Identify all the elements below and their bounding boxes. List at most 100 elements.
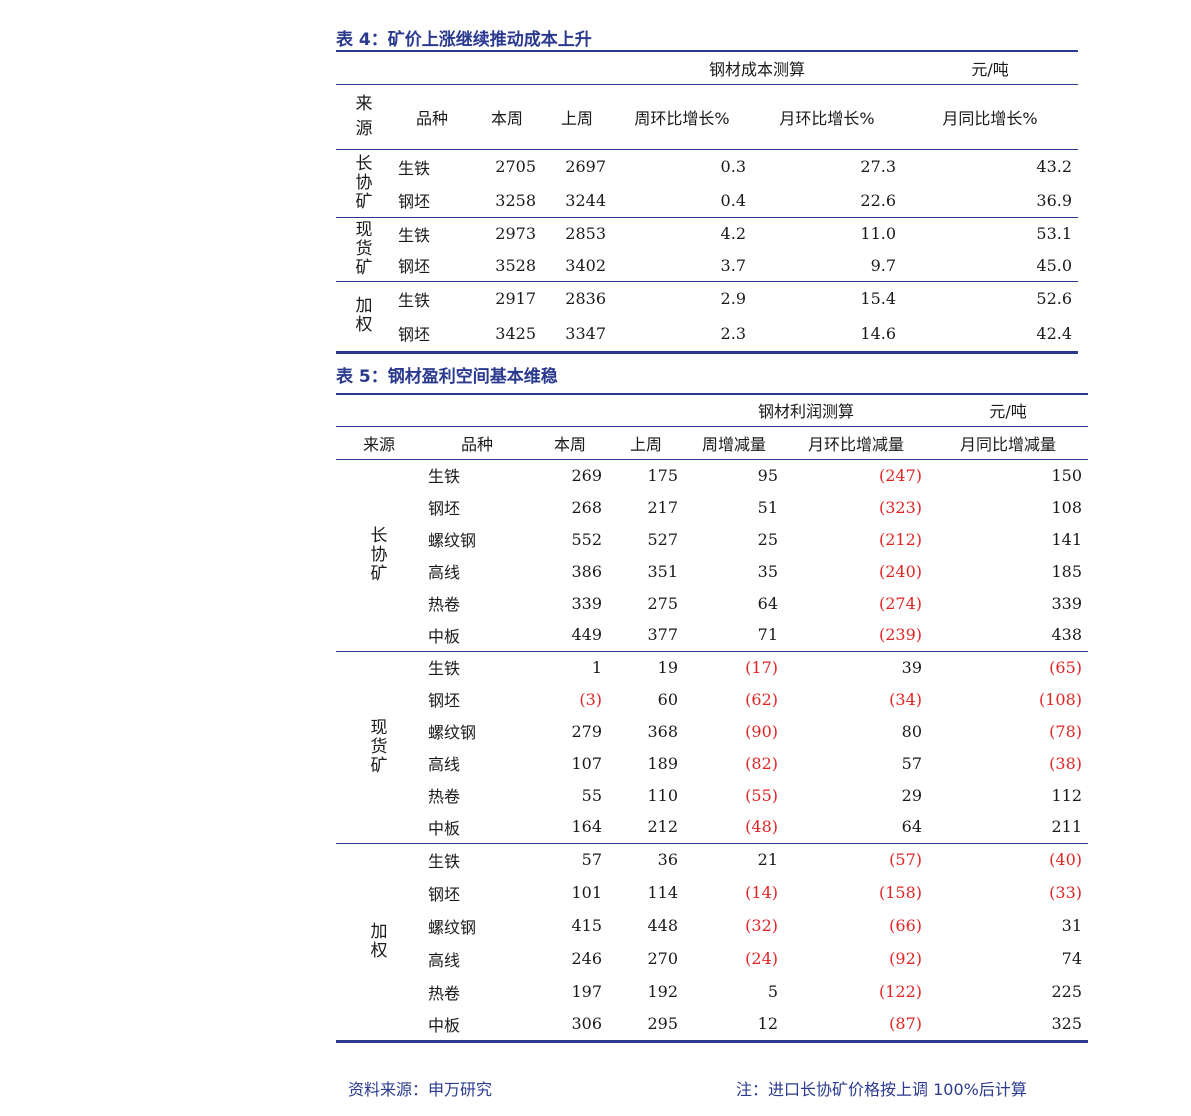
table4-header-source: 来源 bbox=[336, 84, 392, 150]
mom-cell: 9.7 bbox=[752, 250, 903, 282]
last-week-cell: 217 bbox=[647, 497, 678, 517]
table-row: 钢坯(3)60(62)(34)(108) bbox=[336, 683, 1088, 715]
this-week-cell: 339 bbox=[571, 593, 602, 613]
item-cell: 中板 bbox=[422, 1008, 532, 1043]
table4-caption: 表 4：矿价上涨继续推动成本上升 bbox=[336, 30, 592, 50]
yoy-cell: 36.9 bbox=[902, 184, 1079, 218]
table5-header-source: 来源 bbox=[336, 426, 422, 460]
item-cell: 中板 bbox=[422, 811, 532, 844]
item-cell: 热卷 bbox=[428, 983, 461, 1003]
wow-cell: 12 bbox=[684, 1008, 784, 1043]
this-week-cell: 1 bbox=[591, 657, 602, 677]
item-cell: 高线 bbox=[428, 755, 461, 774]
wow-cell: 25 bbox=[757, 529, 778, 549]
this-week-cell: 306 bbox=[532, 1008, 608, 1043]
yoy-cell: 339 bbox=[1051, 593, 1083, 613]
this-week-cell: 164 bbox=[532, 811, 608, 844]
mom-cell: (240) bbox=[878, 561, 923, 581]
yoy-cell: 150 bbox=[1051, 465, 1083, 485]
item-cell: 生铁 bbox=[428, 851, 461, 871]
mom-cell: (57) bbox=[889, 850, 923, 870]
item-cell: 钢坯 bbox=[428, 499, 461, 518]
last-week-cell: 3402 bbox=[542, 250, 612, 282]
this-week-cell: 3528 bbox=[472, 250, 542, 282]
table4-header-yoy: 月同比增长% bbox=[902, 84, 1079, 150]
mom-cell: 29 bbox=[901, 785, 923, 805]
mom-cell: 14.6 bbox=[752, 316, 903, 354]
table4-header-this-week: 本周 bbox=[472, 84, 542, 150]
wow-cell: 51 bbox=[757, 497, 778, 517]
mom-cell: 57 bbox=[901, 753, 923, 773]
last-week-cell: 351 bbox=[647, 561, 678, 581]
yoy-cell: 112 bbox=[1051, 785, 1083, 805]
yoy-cell: (33) bbox=[1049, 883, 1083, 902]
this-week-cell: 57 bbox=[581, 850, 602, 870]
mom-cell: (92) bbox=[889, 949, 923, 968]
last-week-cell: 448 bbox=[647, 916, 678, 935]
yoy-cell: 108 bbox=[1051, 497, 1083, 517]
table4-header-wow: 周环比增长% bbox=[612, 84, 752, 150]
mom-cell: 22.6 bbox=[752, 184, 903, 218]
mom-cell: (122) bbox=[878, 982, 923, 1001]
mom-cell: (323) bbox=[878, 497, 923, 517]
this-week-cell: 3258 bbox=[472, 184, 542, 218]
wow-cell: (82) bbox=[745, 753, 778, 773]
wow-cell: 35 bbox=[757, 561, 778, 581]
this-week-cell: 197 bbox=[571, 982, 602, 1001]
item-cell: 生铁 bbox=[428, 467, 461, 487]
last-week-cell: 2853 bbox=[565, 224, 606, 244]
wow-cell: (24) bbox=[745, 949, 778, 968]
mom-cell: 27.3 bbox=[860, 157, 897, 177]
item-cell: 生铁 bbox=[398, 158, 431, 178]
yoy-cell: (65) bbox=[1049, 657, 1083, 677]
mom-cell: (212) bbox=[878, 529, 923, 549]
last-week-cell: 270 bbox=[647, 949, 678, 968]
item-cell: 生铁 bbox=[398, 225, 431, 245]
mom-cell: (158) bbox=[878, 883, 923, 902]
mom-cell: 11.0 bbox=[860, 224, 897, 244]
last-week-cell: 19 bbox=[657, 657, 678, 677]
last-week-cell: 2836 bbox=[565, 289, 606, 309]
wow-cell: 0.4 bbox=[612, 184, 752, 218]
mom-cell: 39 bbox=[901, 657, 923, 677]
wow-cell: 3.7 bbox=[612, 250, 752, 282]
this-week-cell: 268 bbox=[571, 497, 602, 517]
wow-cell: 71 bbox=[684, 619, 784, 652]
item-cell: 生铁 bbox=[398, 290, 431, 310]
table4-group-header: 钢材成本测算 bbox=[612, 50, 903, 85]
wow-cell: 2.9 bbox=[720, 289, 746, 309]
mom-cell: 80 bbox=[901, 721, 923, 741]
this-week-cell: 2973 bbox=[495, 224, 536, 244]
source-cell: 加权 bbox=[336, 843, 422, 1043]
this-week-cell: 552 bbox=[571, 529, 602, 549]
this-week-cell: 3425 bbox=[472, 316, 542, 354]
mom-cell: (239) bbox=[784, 619, 929, 652]
table4-header-mom: 月环比增长% bbox=[752, 84, 903, 150]
this-week-cell: 2705 bbox=[495, 157, 536, 177]
footer-source: 资料来源：申万研究 bbox=[348, 1080, 493, 1099]
last-week-cell: 212 bbox=[608, 811, 684, 844]
yoy-cell: 45.0 bbox=[902, 250, 1079, 282]
last-week-cell: 189 bbox=[647, 753, 678, 773]
wow-cell: 64 bbox=[757, 593, 778, 613]
item-cell: 高线 bbox=[428, 950, 461, 970]
yoy-cell: 185 bbox=[1051, 561, 1083, 581]
table5-header-mom: 月环比增减量 bbox=[784, 426, 929, 460]
wow-cell: (90) bbox=[745, 721, 778, 741]
this-week-cell: 415 bbox=[571, 916, 602, 935]
item-cell: 螺纹钢 bbox=[428, 917, 477, 937]
yoy-cell: 141 bbox=[1051, 529, 1083, 549]
last-week-cell: 295 bbox=[608, 1008, 684, 1043]
last-week-cell: 36 bbox=[657, 850, 678, 870]
wow-cell: 21 bbox=[757, 850, 778, 870]
this-week-cell: 101 bbox=[571, 883, 602, 902]
